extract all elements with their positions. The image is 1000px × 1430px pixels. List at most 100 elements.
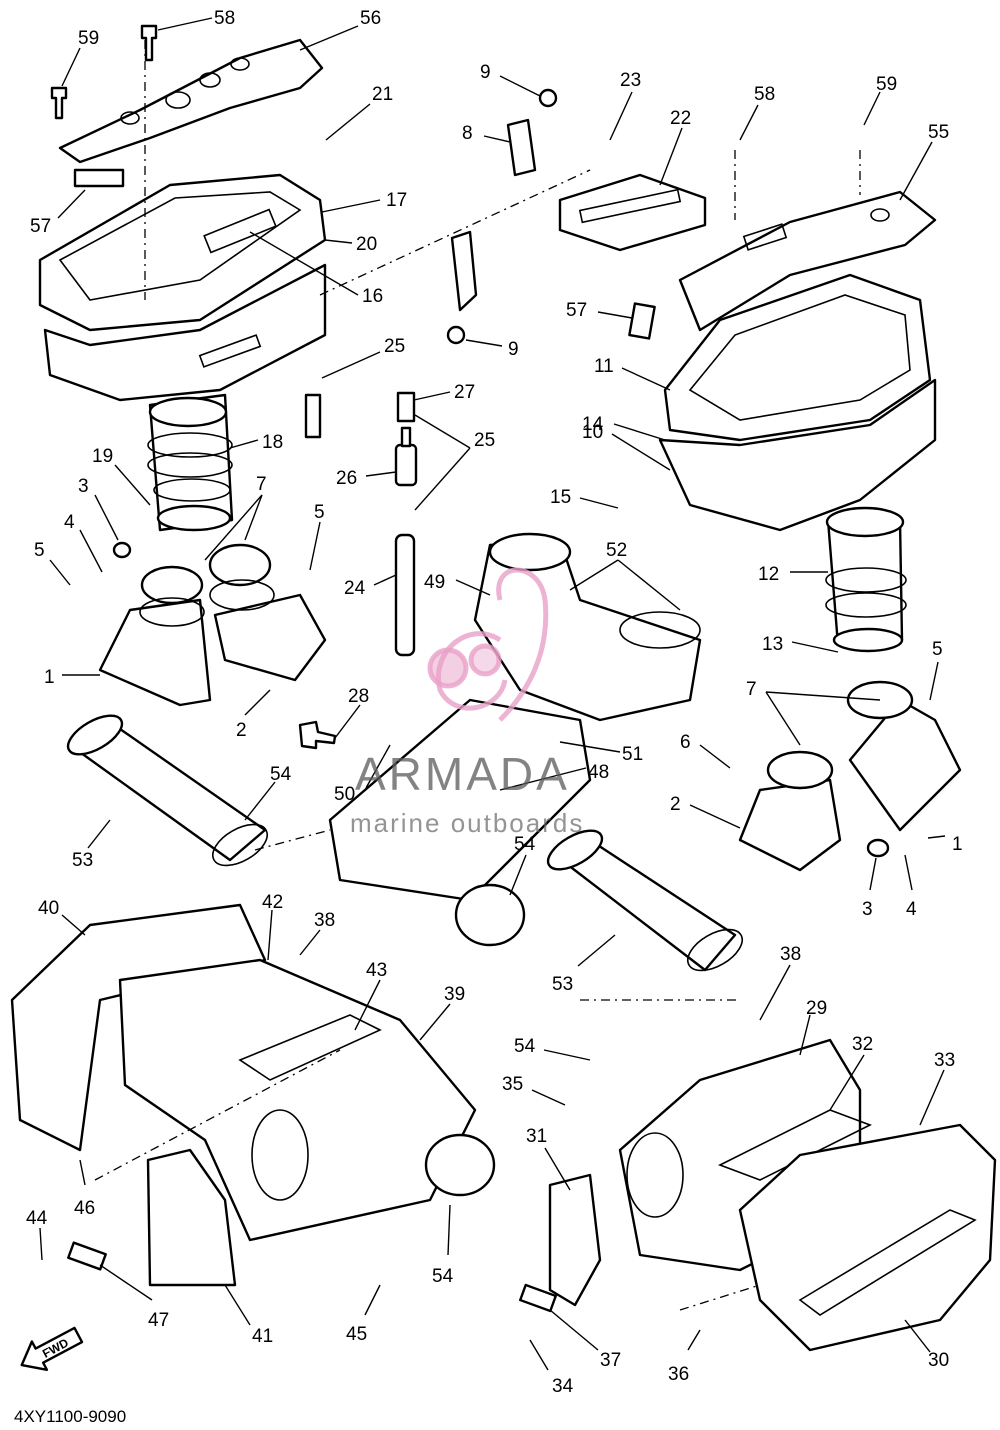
watermark-name: ARMADA [355, 748, 570, 800]
assembly-line-5 [254, 829, 331, 851]
bracket-37 [519, 1283, 557, 1313]
hose-8 [506, 118, 537, 177]
callout-55: 55 [928, 122, 949, 143]
callout-20: 20 [356, 234, 377, 255]
bolt-28 [298, 720, 337, 750]
clamp-9-top [538, 88, 558, 108]
callout-56: 56 [360, 8, 381, 29]
callout-58: 58 [214, 8, 235, 29]
intake-joint-1-left [98, 565, 212, 707]
assembly-line-8 [679, 1284, 761, 1311]
callout-39: 39 [444, 984, 465, 1005]
callout-21: 21 [372, 84, 393, 105]
callout-12: 12 [758, 564, 779, 585]
callout-42: 42 [262, 892, 283, 913]
callout-31: 31 [526, 1126, 547, 1147]
callout-7: 7 [256, 474, 267, 495]
callout-24: 24 [344, 578, 366, 599]
one-way-valve-26 [394, 426, 418, 487]
callout-54: 54 [432, 1266, 454, 1287]
callout-45: 45 [346, 1324, 367, 1345]
bolt-58-left [140, 24, 158, 62]
callout-38: 38 [314, 910, 335, 931]
callout-5: 5 [314, 502, 325, 523]
callout-43: 43 [366, 960, 387, 981]
cap-3-left [112, 541, 132, 559]
callout-8: 8 [462, 123, 473, 144]
callout-15: 15 [550, 487, 571, 508]
callout-3: 3 [78, 476, 89, 497]
callout-30: 30 [928, 1350, 949, 1371]
duct-53-left [66, 714, 268, 867]
watermark-logo-icon [427, 567, 549, 722]
bolt-59-left [50, 86, 68, 120]
callout-54: 54 [514, 1036, 536, 1057]
callout-1: 1 [952, 834, 963, 855]
callout-14: 14 [582, 414, 604, 435]
callout-25: 25 [384, 336, 405, 357]
callout-37: 37 [600, 1350, 621, 1371]
callout-50: 50 [334, 784, 355, 805]
callout-27: 27 [454, 382, 475, 403]
callout-51: 51 [622, 744, 643, 765]
callout-54: 54 [270, 764, 292, 785]
callout-54: 54 [514, 834, 536, 855]
duct-joint-12 [825, 506, 907, 653]
bracket-31 [548, 1173, 602, 1307]
intake-joint-2-left [208, 543, 327, 682]
callout-46: 46 [74, 1198, 95, 1219]
callout-28: 28 [348, 686, 369, 707]
tube-27 [304, 391, 416, 439]
callout-6: 6 [680, 732, 691, 753]
callout-36: 36 [668, 1364, 689, 1385]
watermark: ARMADA marine outboards [350, 567, 582, 838]
callout-5: 5 [932, 639, 943, 660]
callout-49: 49 [424, 572, 445, 593]
callout-2: 2 [236, 720, 247, 741]
callout-3: 3 [862, 899, 873, 920]
callout-26: 26 [336, 468, 357, 489]
callout-7: 7 [746, 679, 757, 700]
callout-53: 53 [552, 974, 573, 995]
intake-joint-1-right [846, 680, 962, 832]
callout-25: 25 [474, 430, 495, 451]
callout-35: 35 [502, 1074, 523, 1095]
callout-59: 59 [876, 74, 897, 95]
clamp-9-bottom [446, 325, 466, 345]
callout-57: 57 [566, 300, 587, 321]
callout-53: 53 [72, 850, 93, 871]
callout-23: 23 [620, 70, 641, 91]
callout-5: 5 [34, 540, 45, 561]
callout-38: 38 [780, 944, 801, 965]
elbow-duct-49 [473, 532, 702, 722]
rubber-pad-57-right [628, 302, 656, 340]
hose-24 [394, 533, 416, 657]
callout-57: 57 [30, 216, 51, 237]
callout-4: 4 [64, 512, 75, 533]
duct-53-right [546, 829, 743, 972]
assembly-line-2 [319, 169, 591, 296]
bracket-47 [67, 1241, 107, 1271]
callout-41: 41 [252, 1326, 273, 1347]
callout-48: 48 [588, 762, 609, 783]
callout-1: 1 [44, 667, 55, 688]
callout-58: 58 [754, 84, 775, 105]
element-32 [718, 1109, 872, 1181]
callout-34: 34 [552, 1376, 574, 1397]
filter-cover-30-33 [738, 1123, 997, 1352]
callout-9: 9 [508, 339, 519, 360]
callout-4: 4 [906, 899, 917, 920]
callout-11: 11 [594, 356, 614, 377]
assembly-line-7 [94, 1049, 341, 1181]
air-box-16 [43, 263, 327, 402]
bracket-plate-55 [678, 190, 937, 332]
callout-13: 13 [762, 634, 783, 655]
air-box-cover-11 [663, 273, 932, 442]
callout-16: 16 [362, 286, 383, 307]
cover-41 [146, 1148, 237, 1287]
callout-40: 40 [38, 898, 59, 919]
callout-47: 47 [148, 1310, 169, 1331]
intake-joint-2-right [738, 750, 842, 872]
rubber-pad-57-left [73, 168, 125, 188]
silencer-48 [328, 698, 592, 947]
